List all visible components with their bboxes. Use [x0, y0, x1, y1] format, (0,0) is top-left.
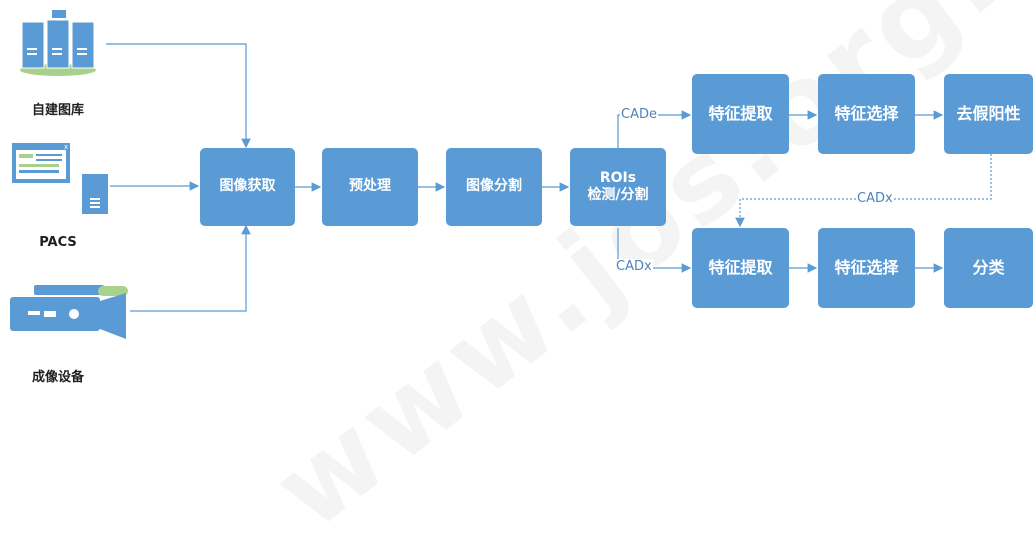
node-cadx-feature-extraction: 特征提取 — [692, 228, 789, 308]
node-image-acquisition: 图像获取 — [200, 148, 295, 226]
node-cade-select-label: 特征选择 — [834, 104, 899, 123]
pacs-computer-icon: x — [10, 140, 110, 220]
source-device-label: 成像设备 — [31, 370, 84, 385]
node-roi-detection: ROIs 检测/分割 — [570, 148, 666, 226]
node-classify-label: 分类 — [972, 258, 1005, 277]
node-image-segmentation: 图像分割 — [446, 148, 542, 226]
svg-text:x: x — [64, 143, 68, 151]
node-roi-line2: 检测/分割 — [587, 187, 649, 203]
source-library-label: 自建图库 — [31, 103, 84, 118]
edge-label-cadx-link: CADx — [856, 191, 894, 206]
node-false-positive-reduction: 去假阳性 — [944, 74, 1033, 154]
node-cade-feature-extraction: 特征提取 — [692, 74, 789, 154]
edge-library-acquire — [106, 43, 251, 149]
edge-fp-cadx-dotted — [735, 154, 992, 228]
node-cadx-select-label: 特征选择 — [834, 258, 899, 277]
flow-diagram: www.jos.org.cn — [8, 0, 1033, 554]
edge-device-acquire — [130, 224, 251, 312]
edge-roi-cade — [617, 110, 692, 149]
node-fp-label: 去假阳性 — [956, 104, 1021, 123]
node-preprocess: 预处理 — [322, 148, 418, 226]
node-roi-line1: ROIs — [599, 169, 637, 186]
edge-label-cade: CADe — [620, 107, 658, 122]
server-rack-icon — [10, 8, 106, 82]
source-pacs-label: PACS — [39, 235, 77, 250]
node-classification: 分类 — [944, 228, 1033, 308]
node-image-segmentation-label: 图像分割 — [466, 178, 522, 195]
edge-label-cadx: CADx — [615, 259, 653, 274]
node-image-acquisition-label: 图像获取 — [219, 178, 276, 195]
connector-layer — [106, 43, 992, 312]
node-cade-extract-label: 特征提取 — [708, 104, 773, 123]
node-cadx-feature-selection: 特征选择 — [818, 228, 915, 308]
node-cade-feature-selection: 特征选择 — [818, 74, 915, 154]
node-preprocess-label: 预处理 — [349, 178, 391, 195]
video-camera-icon — [8, 283, 132, 347]
node-cadx-extract-label: 特征提取 — [708, 258, 773, 277]
